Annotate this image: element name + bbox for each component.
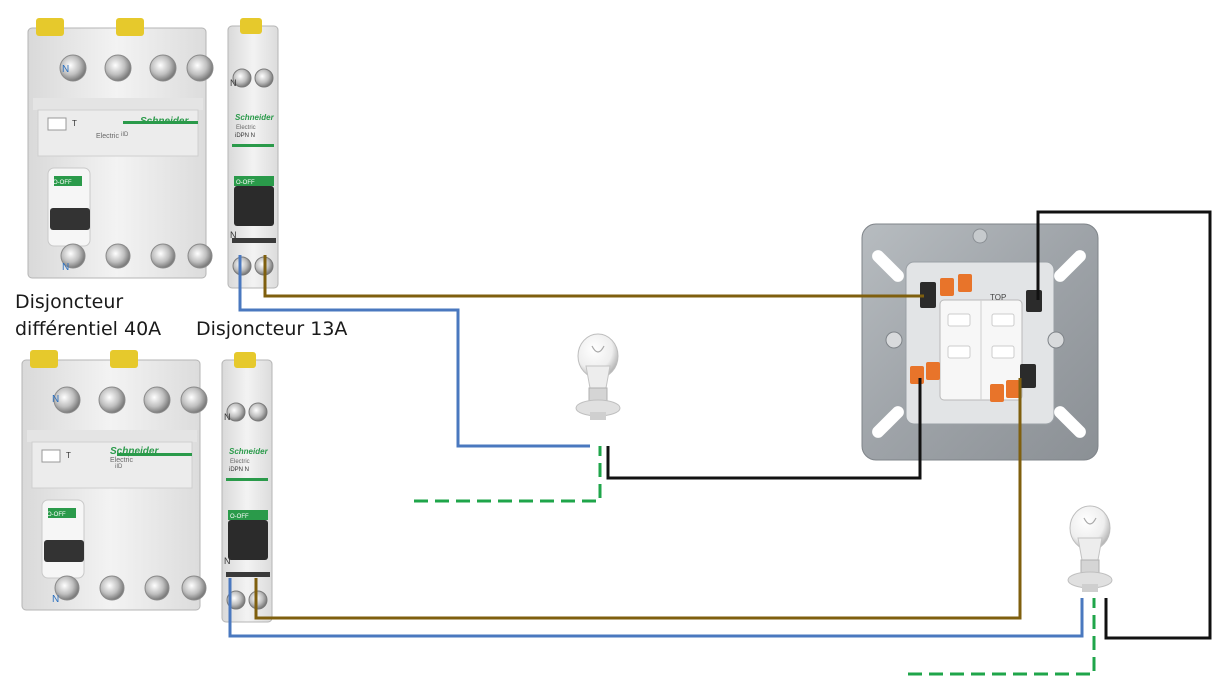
rcd-lower-device: Schneider iID Electric N N T O-OFF bbox=[21, 349, 208, 611]
rcd-upper-device: Schneider iID Electric N N T O-OFF bbox=[27, 17, 214, 279]
svg-text:T: T bbox=[72, 119, 77, 128]
svg-text:Schneider: Schneider bbox=[110, 446, 159, 457]
svg-text:O-OFF: O-OFF bbox=[53, 180, 72, 186]
svg-text:O-OFF: O-OFF bbox=[230, 514, 249, 520]
svg-text:Schneider: Schneider bbox=[235, 113, 275, 122]
svg-text:N: N bbox=[62, 262, 69, 273]
return-wire-circuit-2 bbox=[1036, 210, 1212, 640]
svg-text:O-OFF: O-OFF bbox=[47, 512, 66, 518]
svg-text:N: N bbox=[52, 394, 59, 405]
breaker-lower-device: Schneider Electric iDPN N N N O-OFF bbox=[221, 351, 273, 623]
light-bulb-2 bbox=[1067, 505, 1113, 593]
svg-text:N: N bbox=[224, 412, 231, 422]
svg-text:iDPN N: iDPN N bbox=[235, 133, 255, 139]
svg-text:iDPN N: iDPN N bbox=[229, 467, 249, 473]
return-wire-circuit-1 bbox=[606, 378, 922, 480]
svg-text:Electric: Electric bbox=[110, 457, 133, 464]
svg-text:N: N bbox=[230, 78, 237, 88]
svg-text:N: N bbox=[62, 64, 69, 75]
svg-text:Electric: Electric bbox=[96, 133, 119, 140]
svg-text:TOP: TOP bbox=[990, 293, 1006, 302]
svg-text:N: N bbox=[52, 594, 59, 605]
earth-wire-circuit-1 bbox=[414, 446, 602, 503]
svg-text:Electric: Electric bbox=[236, 125, 256, 131]
svg-text:O-OFF: O-OFF bbox=[236, 180, 255, 186]
rcd-label-line-1: Disjoncteur bbox=[15, 291, 124, 313]
light-bulb-1 bbox=[575, 333, 621, 421]
svg-text:iID: iID bbox=[121, 132, 129, 138]
svg-text:T: T bbox=[66, 451, 71, 460]
earth-wire-circuit-2 bbox=[908, 598, 1096, 676]
neutral-wire-circuit-2 bbox=[228, 578, 1084, 638]
neutral-wire-circuit-1 bbox=[238, 255, 590, 448]
svg-text:N: N bbox=[224, 556, 231, 566]
svg-text:Schneider: Schneider bbox=[229, 447, 269, 456]
phase-wire-circuit-1 bbox=[263, 255, 924, 298]
double-switch-mechanism: TOP bbox=[861, 223, 1099, 461]
svg-text:iID: iID bbox=[115, 464, 123, 470]
svg-text:Electric: Electric bbox=[230, 459, 250, 465]
phase-wire-circuit-2 bbox=[254, 378, 1022, 620]
rcd-label-line-2: différentiel 40A bbox=[15, 318, 162, 340]
breaker-label: Disjoncteur 13A bbox=[196, 318, 348, 340]
svg-text:N: N bbox=[230, 230, 237, 240]
breaker-upper-device: Schneider Electric iDPN N N N O-OFF bbox=[227, 17, 279, 289]
svg-text:Schneider: Schneider bbox=[140, 116, 189, 127]
